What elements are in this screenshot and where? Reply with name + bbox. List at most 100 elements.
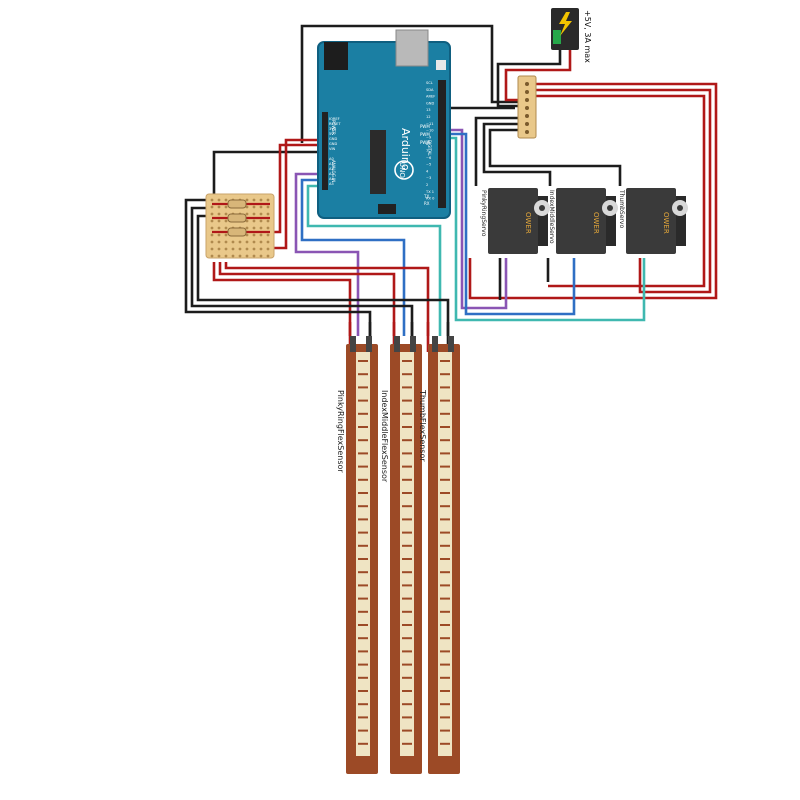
flex-sensor-segment <box>440 597 450 600</box>
perfboard-hole <box>217 226 221 230</box>
perfboard-hole <box>266 219 270 223</box>
perfboard-hole <box>217 254 221 258</box>
flex-sensor-segment <box>440 465 450 468</box>
perfboard-hole <box>259 240 263 244</box>
perfboard-hole <box>210 198 214 202</box>
perfboard-hole <box>231 247 235 251</box>
wire-black-sensor-3 <box>196 214 450 336</box>
wire-teal-signal <box>448 136 646 322</box>
wire-red-servo-rail-1 <box>468 82 718 300</box>
flex-sensor-segment <box>440 386 450 389</box>
flex-sensor-thumb: ThumbFlexSensor <box>418 336 460 774</box>
arduino-right-pin-label: 2 <box>426 183 428 187</box>
arduino-right-pin-label: ~3 <box>426 176 431 180</box>
servo-index-middle: OWER IndexMiddleServo <box>548 188 618 254</box>
arduino-analog-pin-label: A0 <box>329 157 334 161</box>
pin-label-tx: TX <box>423 194 429 199</box>
perfboard-hole <box>224 240 228 244</box>
barrel-jack <box>324 42 348 70</box>
perfboard-hole <box>210 219 214 223</box>
flex-sensor-segment <box>402 505 412 508</box>
perfboard-hole <box>266 212 270 216</box>
arduino-right-pin-label: GND <box>426 101 434 105</box>
flex-sensor-segment <box>358 426 368 428</box>
wire-purple-signal <box>448 128 508 310</box>
flex-sensor-segment <box>358 716 368 719</box>
flex-sensor-segment <box>402 478 412 481</box>
arduino-right-pin-label: AREF <box>426 95 435 99</box>
flex-sensor-segment <box>358 584 368 587</box>
servo-index-middle-label: IndexMiddleServo <box>548 190 555 244</box>
perfboard-hole <box>217 233 221 237</box>
chip <box>370 130 386 194</box>
arduino-analog-pin-label: A3 <box>329 172 334 176</box>
perfboard-hole <box>259 233 263 237</box>
header-connector <box>517 75 537 139</box>
flex-sensor-segment <box>358 439 368 442</box>
perfboard-hole <box>231 254 235 258</box>
flex-sensor-segment <box>358 650 368 653</box>
perfboard-hole <box>224 212 228 216</box>
perfboard-hole <box>224 226 228 230</box>
flex-sensor-segment <box>440 373 450 376</box>
perfboard-hole <box>252 240 256 244</box>
pin-label-pwm-a: PWM <box>420 124 430 129</box>
pin-label-pwm-c: PWM <box>420 140 430 145</box>
wire-red-sensor-1 <box>212 262 352 336</box>
servo-pinky-ring: OWER PinkyRingServo <box>480 188 550 254</box>
flex-sensor-segment <box>440 426 450 428</box>
wire-red-servo-rail-3 <box>536 94 706 288</box>
flex-sensor-segment <box>358 703 368 706</box>
arduino-model: UNO <box>398 162 406 178</box>
power-jack: +5V, 3A max <box>551 8 592 63</box>
wire-teal-analog <box>306 184 442 336</box>
flex-sensor-segment <box>358 478 368 481</box>
flex-sensor-segment <box>440 558 450 560</box>
arduino-analog-pin-label: A2 <box>329 167 334 171</box>
arduino-left-pin-label: VIN <box>329 147 336 151</box>
perfboard-hole <box>217 205 221 209</box>
flex-sensor-segment <box>440 399 450 402</box>
flex-sensor-segment <box>402 716 412 719</box>
perfboard-hole <box>259 205 263 209</box>
perfboard-hole <box>266 233 270 237</box>
perfboard-hole <box>266 226 270 230</box>
wire-black-servo-rail-1 <box>474 116 536 186</box>
arduino-right-pin-label: ~11 <box>426 122 434 126</box>
flex-sensor-segment <box>402 676 412 679</box>
board-logo-ring <box>394 160 414 180</box>
arduino-left-pin-label: 3V3 <box>329 127 336 131</box>
perfboard-hole <box>259 212 263 216</box>
flex-sensor-segment <box>440 571 450 574</box>
arduino-right-pin-label: SDA <box>426 88 434 92</box>
perfboard-hole <box>245 226 249 230</box>
flex-sensor-segment <box>402 544 412 547</box>
perfboard-hole <box>231 240 235 244</box>
flex-sensor-segment <box>402 492 412 494</box>
flex-sensor-segment <box>440 610 450 613</box>
arduino-right-pin-label: SCL <box>426 81 433 85</box>
flex-sensor-segment <box>402 610 412 613</box>
arduino-right-pin-label: ~6 <box>426 156 432 160</box>
flex-sensor-segment <box>402 373 412 376</box>
flex-sensor-segment <box>358 624 368 626</box>
flex-sensor-segment <box>402 531 412 534</box>
perfboard <box>205 193 275 259</box>
servo-index-middle-brand: OWER <box>592 212 600 234</box>
flex-sensor-segment <box>358 492 368 494</box>
flex-sensor-segment <box>440 663 450 666</box>
flex-sensor-segment <box>358 571 368 574</box>
arduino-right-pin-label: RX 0 <box>426 197 435 201</box>
flex-sensor-segment <box>358 465 368 468</box>
flex-sensor-segment <box>402 439 412 442</box>
flex-sensor-segment <box>440 742 450 745</box>
flex-sensor-segment <box>402 465 412 468</box>
wire-blue-signal <box>448 132 576 316</box>
flex-sensor-segment <box>358 558 368 560</box>
flex-sensor-segment <box>440 729 450 732</box>
arduino-right-pin-label: TX 1 <box>425 190 434 194</box>
flex-sensor-segment <box>358 412 368 415</box>
perfboard-hole <box>245 212 249 216</box>
perfboard-hole <box>217 219 221 223</box>
